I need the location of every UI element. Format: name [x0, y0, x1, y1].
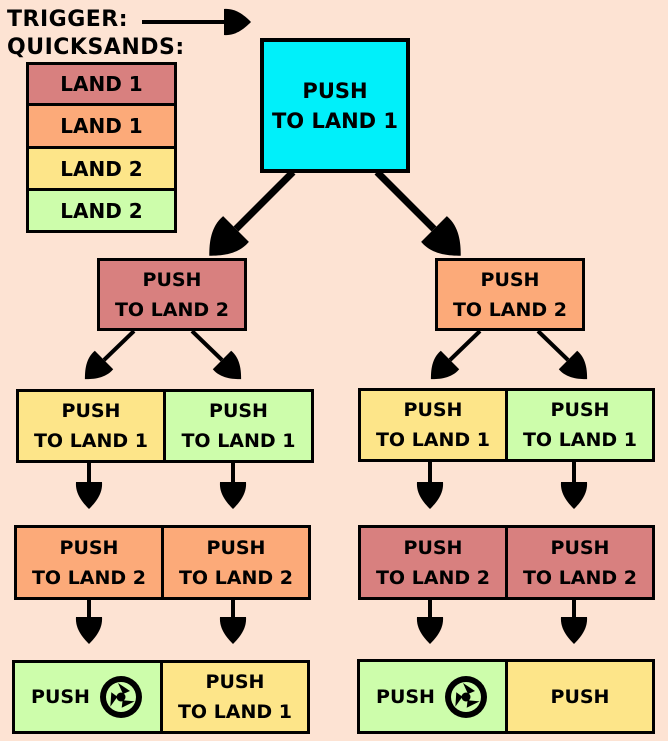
- node-line-1: PUSH: [376, 685, 435, 708]
- node-line-2: TO LAND 2: [522, 566, 638, 589]
- node-line-2: TO LAND 2: [452, 298, 568, 321]
- node-line-2: TO LAND 1: [522, 429, 638, 451]
- arrow-right-l3-a: [416, 462, 444, 509]
- legend-label: LAND 2: [60, 198, 143, 223]
- arrow-root-right: [374, 169, 474, 269]
- node-line-2: TO LAND 1: [375, 429, 491, 451]
- triskelion-icon: [99, 676, 142, 718]
- left-level5-node-a: PUSH: [12, 660, 163, 734]
- node-line-1: PUSH: [550, 399, 610, 421]
- node-line-2: TO LAND 1: [181, 430, 296, 452]
- node-line-1: PUSH: [59, 536, 119, 559]
- node-line-1: PUSH: [209, 400, 268, 422]
- node-line-1: PUSH: [206, 536, 266, 559]
- legend-item-land2-yellow: LAND 2: [26, 146, 177, 191]
- legend-label: LAND 1: [60, 114, 143, 138]
- legend-label: LAND 1: [60, 72, 143, 96]
- node-line-1: PUSH: [550, 685, 610, 708]
- node-line-2: TO LAND 2: [31, 566, 147, 589]
- node-line-1: PUSH: [61, 400, 121, 422]
- node-line-1: PUSH: [403, 536, 463, 559]
- arrow-root-left: [196, 169, 296, 269]
- arrow-left-l4-a: [75, 600, 103, 644]
- right-level5-node-a: PUSH: [357, 659, 508, 734]
- legend-item-land1-rose: LAND 1: [26, 62, 177, 106]
- node-line-2: TO LAND 2: [375, 566, 491, 589]
- arrow-left-l3-b: [219, 462, 247, 509]
- legend-item-land2-green: LAND 2: [26, 188, 177, 233]
- node-line-1: PUSH: [142, 268, 202, 291]
- node-line-2: TO LAND 1: [33, 430, 149, 452]
- arrow-right-l4-b: [560, 600, 588, 644]
- node-line-1: PUSH: [480, 268, 540, 291]
- right-level3-node-b: PUSH TO LAND 1: [505, 388, 655, 462]
- left-level3-node-b: PUSH TO LAND 1: [163, 389, 314, 463]
- right-level4-node-b: PUSH TO LAND 2: [505, 525, 655, 600]
- right-level5-node-b: PUSH: [505, 659, 655, 734]
- node-line-1: PUSH: [550, 536, 610, 559]
- legend-label: LAND 2: [60, 156, 143, 181]
- node-line-1: PUSH: [31, 686, 90, 708]
- arrow-left-l2-b: [190, 329, 251, 389]
- right-level3-node-a: PUSH TO LAND 1: [358, 388, 508, 462]
- left-level2-node: PUSH TO LAND 2: [97, 258, 247, 331]
- root-node: PUSH TO LAND 1: [260, 38, 410, 173]
- legend-item-land1-orange: LAND 1: [26, 103, 177, 149]
- node-line-2: TO LAND 1: [177, 701, 293, 723]
- node-line-1: PUSH: [302, 78, 368, 103]
- trigger-arrow-icon: [142, 8, 251, 36]
- right-level2-node: PUSH TO LAND 2: [435, 258, 585, 331]
- node-line-1: PUSH: [205, 671, 265, 693]
- arrow-left-l4-b: [219, 600, 247, 644]
- arrow-right-l3-b: [560, 462, 588, 509]
- arrow-left-l2-a: [75, 329, 136, 389]
- node-line-2: TO LAND 2: [178, 566, 294, 589]
- arrow-right-l4-a: [416, 600, 444, 644]
- arrow-right-l2-b: [536, 329, 597, 389]
- arrow-right-l2-a: [421, 329, 482, 389]
- trigger-label: TRIGGER:: [7, 7, 129, 32]
- node-line-2: TO LAND 1: [271, 108, 399, 133]
- right-level4-node-a: PUSH TO LAND 2: [358, 525, 508, 600]
- arrow-left-l3-a: [75, 462, 103, 509]
- left-level3-node-a: PUSH TO LAND 1: [16, 389, 166, 463]
- left-level4-node-b: PUSH TO LAND 2: [161, 525, 311, 600]
- triskelion-icon: [444, 675, 487, 718]
- left-level4-node-a: PUSH TO LAND 2: [14, 525, 164, 600]
- quicksands-label: QUICKSANDS:: [7, 35, 185, 60]
- node-line-1: PUSH: [403, 399, 463, 421]
- node-line-2: TO LAND 2: [114, 298, 230, 321]
- left-level5-node-b: PUSH TO LAND 1: [160, 660, 310, 734]
